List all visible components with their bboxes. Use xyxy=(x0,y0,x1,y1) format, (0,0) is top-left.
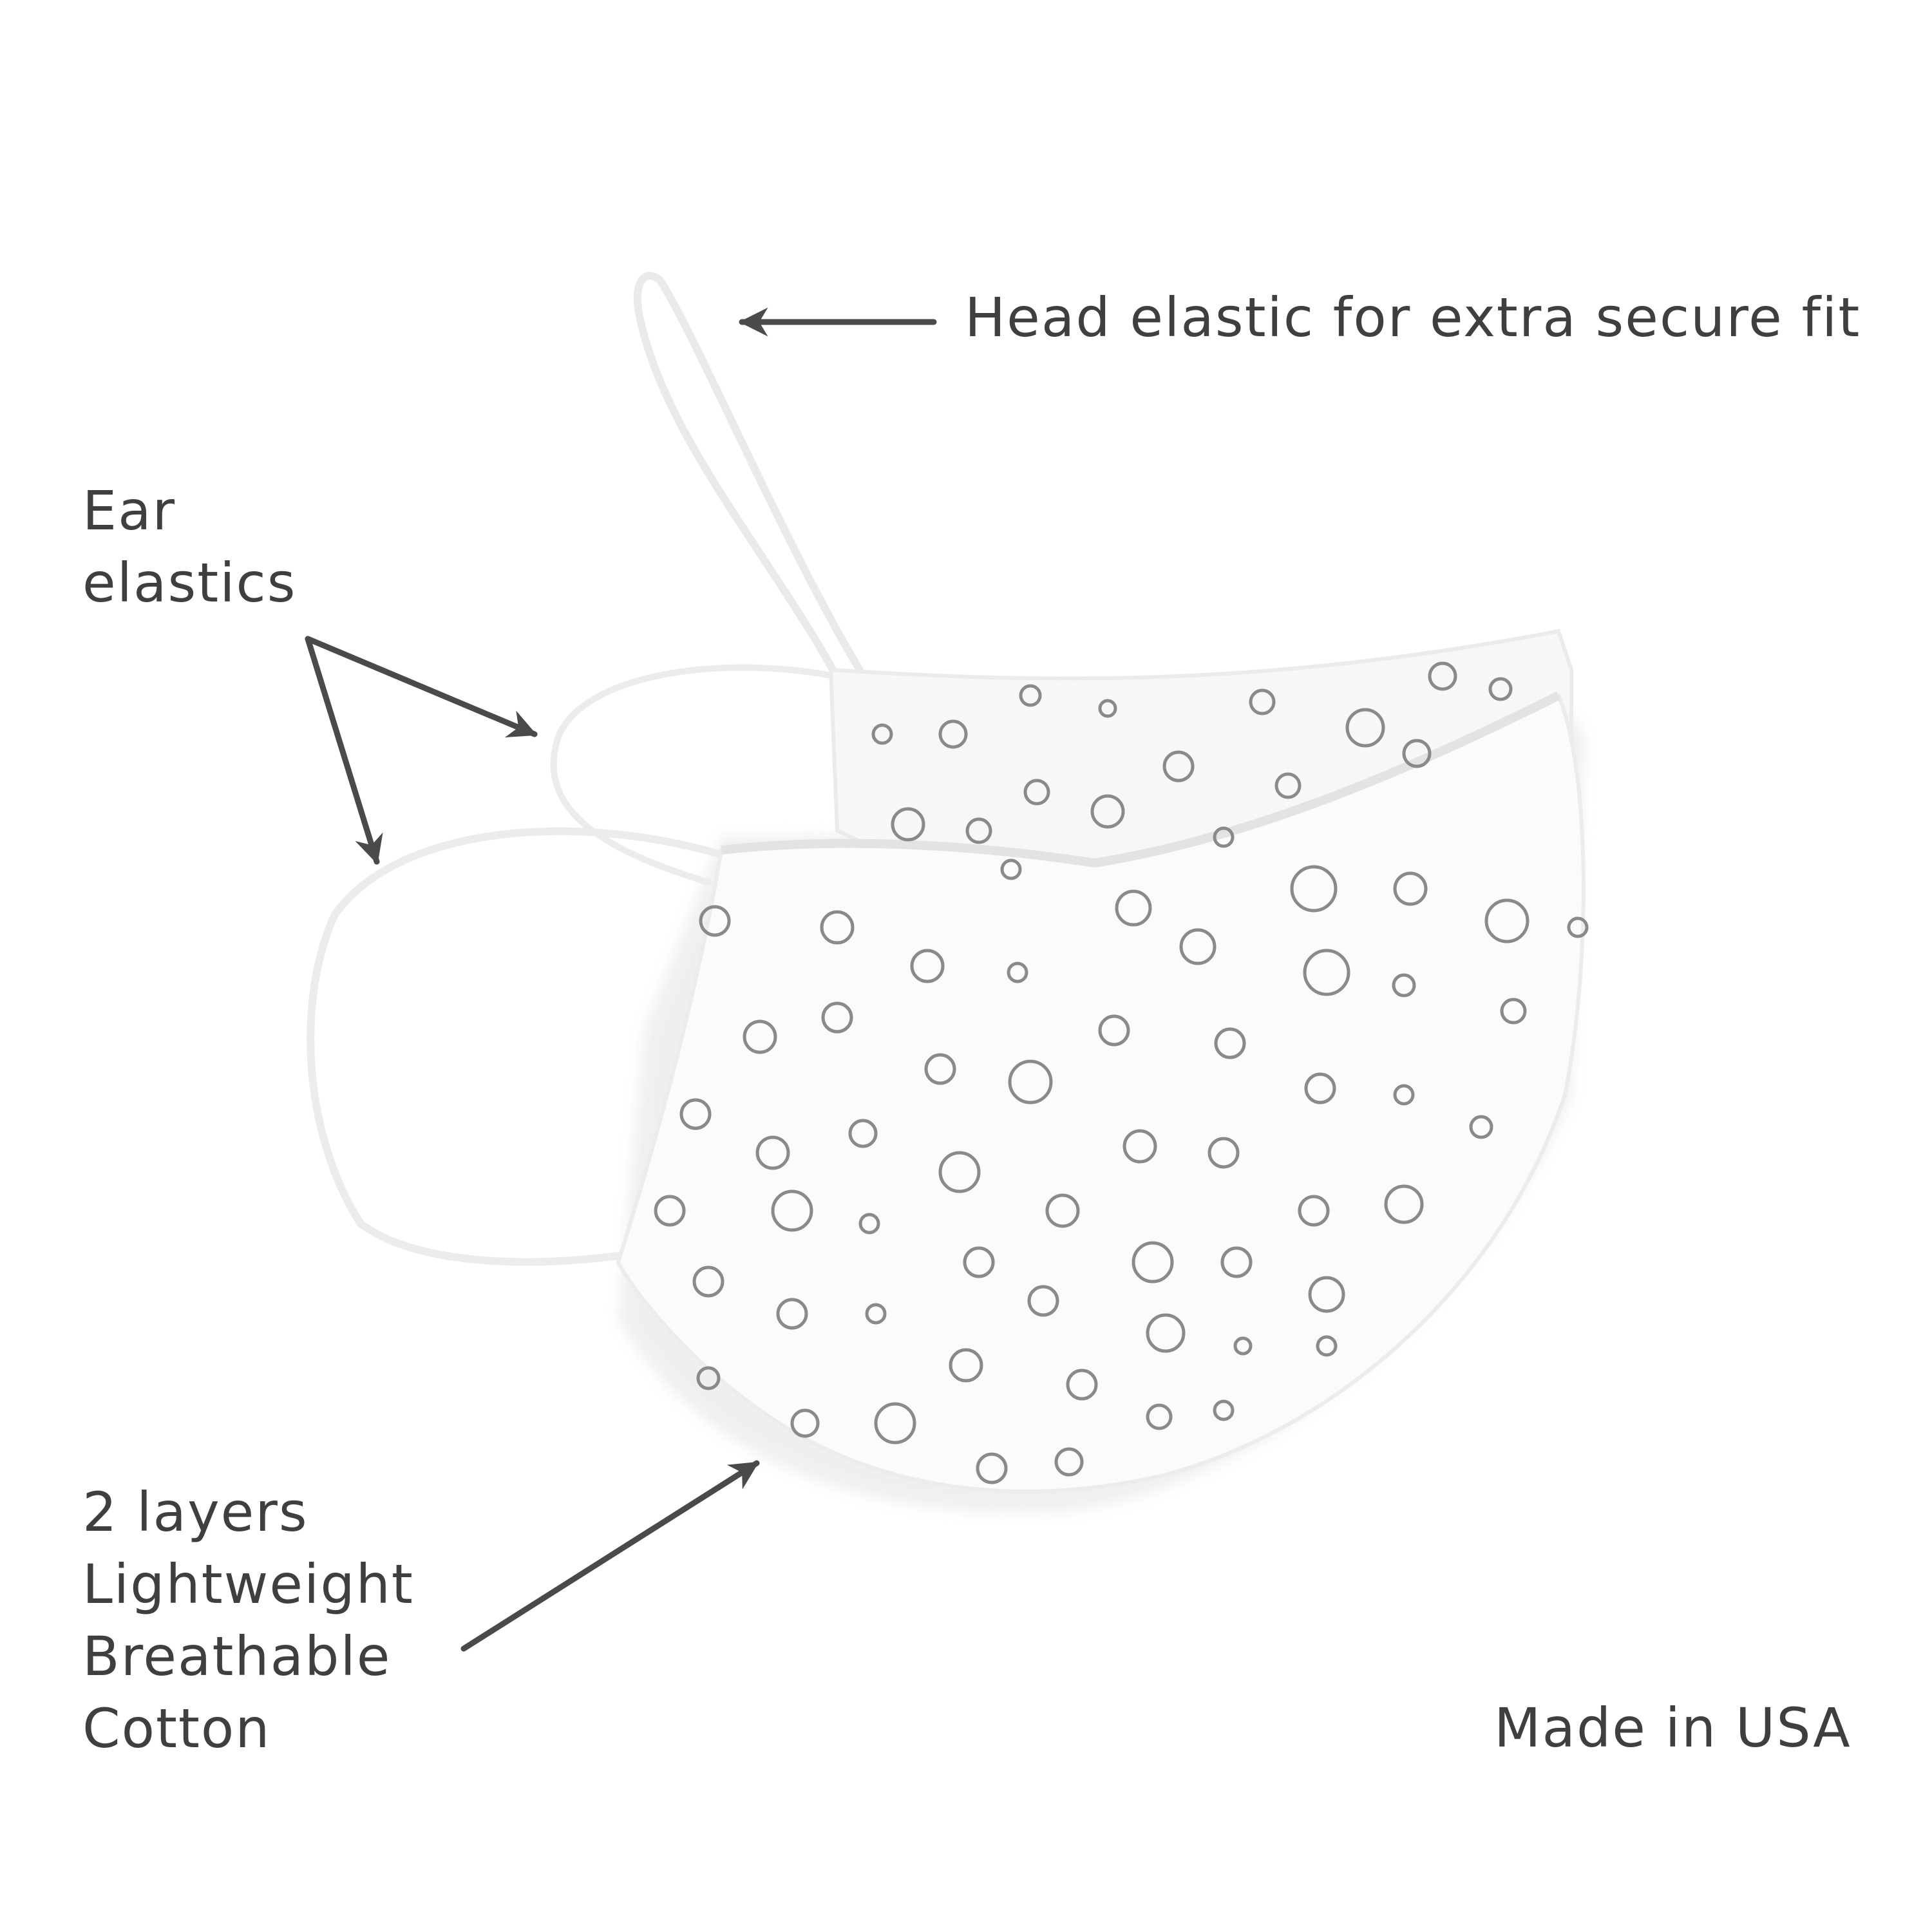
head-elastic xyxy=(633,272,864,719)
fabric-line-3: Breathable xyxy=(82,1625,392,1688)
head-elastic-text: Head elastic for extra secure fit xyxy=(965,286,1861,349)
fabric-label: 2 layers Lightweight Breathable Cotton xyxy=(82,1476,414,1765)
ear-elastics-label: Ear elastics xyxy=(82,475,296,619)
origin-text: Made in USA xyxy=(1494,1696,1852,1759)
ear-elastics-line-1: Ear xyxy=(82,479,176,542)
annotation-arrows xyxy=(305,307,937,1652)
fabric-line-4: Cotton xyxy=(82,1697,271,1760)
arrow-icon xyxy=(460,1460,760,1652)
ear-elastic-back xyxy=(550,664,866,886)
mask-top-seam xyxy=(721,691,1561,868)
fabric-line-1: 2 layers xyxy=(82,1481,308,1544)
arrow-icon xyxy=(305,636,538,738)
arrow-icon xyxy=(305,636,383,865)
ear-elastics-line-2: elastics xyxy=(82,551,297,614)
fabric-line-2: Lightweight xyxy=(82,1553,414,1616)
dot-pattern xyxy=(654,661,1589,1484)
head-elastic-label: Head elastic for extra secure fit xyxy=(965,281,1861,354)
ear-elastic-front xyxy=(307,827,732,1266)
origin-label: Made in USA xyxy=(1494,1692,1852,1764)
